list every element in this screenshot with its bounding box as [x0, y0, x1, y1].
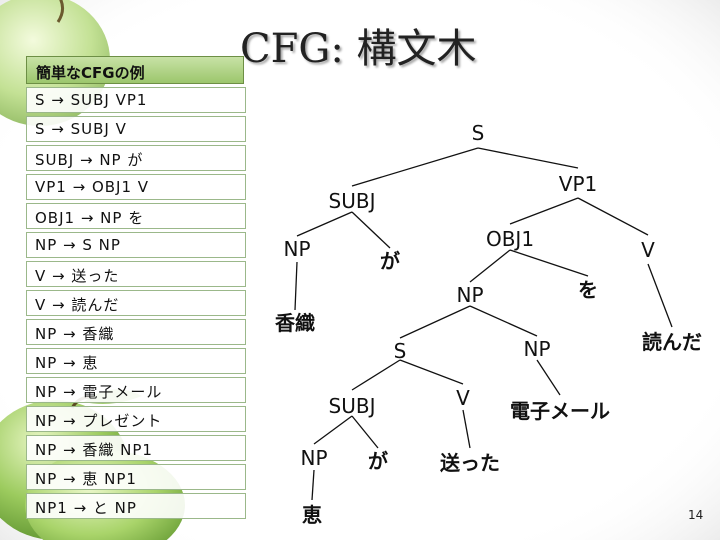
rule-text: NP → 恵 NP1 — [35, 470, 137, 488]
tree-edge — [647, 263, 673, 328]
grammar-rule: NP → 香織 NP1 — [26, 435, 246, 461]
tree-edge — [351, 359, 401, 391]
tree-edge — [536, 359, 561, 396]
tree-node-v-rel: V — [456, 386, 470, 410]
tree-edge — [477, 147, 579, 169]
grammar-rule: NP → 電子メール — [26, 377, 246, 403]
slide-title: CFG: 構文木 — [240, 26, 477, 72]
grammar-rule: S → SUBJ VP1 — [26, 87, 246, 113]
rule-text: NP → 電子メール — [35, 383, 163, 401]
tree-node-ga2: が — [368, 449, 388, 473]
rule-text: NP → プレゼント — [35, 412, 163, 430]
tree-node-vp1: VP1 — [559, 172, 597, 196]
tree-edge — [311, 469, 315, 501]
tree-edge — [577, 197, 649, 236]
tree-edge — [351, 147, 479, 187]
tree-edge — [509, 197, 579, 225]
rule-text: OBJ1 → NP を — [35, 209, 145, 227]
rule-text: SUBJ → NP が — [35, 151, 144, 169]
grammar-rule: VP1 → OBJ1 V — [26, 174, 246, 200]
tree-node-obj1: OBJ1 — [486, 227, 534, 251]
tree-node-subj2: SUBJ — [329, 394, 376, 418]
tree-edge — [469, 249, 511, 283]
rule-text: V → 送った — [35, 267, 120, 285]
rules-header: 簡単なCFGの例 — [26, 56, 244, 84]
grammar-rule: NP → 香織 — [26, 319, 246, 345]
tree-node-np-megumi: NP — [300, 446, 327, 470]
rule-text: NP → 恵 — [35, 354, 99, 372]
tree-edge — [313, 415, 353, 445]
rules-header-label: 簡単なCFGの例 — [36, 64, 145, 82]
tree-node-s-root: S — [472, 121, 485, 145]
rule-text: V → 読んだ — [35, 296, 120, 314]
grammar-rule: NP → 恵 — [26, 348, 246, 374]
grammar-rule: S → SUBJ V — [26, 116, 246, 142]
tree-node-np-obj: NP — [456, 283, 483, 307]
grammar-rule: OBJ1 → NP を — [26, 203, 246, 229]
rule-text: NP1 → と NP — [35, 499, 137, 517]
tree-edge — [296, 211, 353, 237]
tree-edge — [351, 415, 379, 449]
grammar-rule: SUBJ → NP が — [26, 145, 246, 171]
tree-edge — [351, 211, 391, 249]
grammar-rule: NP1 → と NP — [26, 493, 246, 519]
tree-node-okutta: 送った — [440, 451, 500, 475]
grammar-rule: V → 読んだ — [26, 290, 246, 316]
tree-edge — [469, 305, 538, 337]
tree-node-kaori: 香織 — [275, 311, 315, 335]
rule-text: S → SUBJ V — [35, 120, 127, 138]
tree-node-yonda: 読んだ — [642, 330, 702, 354]
grammar-rule: V → 送った — [26, 261, 246, 287]
grammar-rule: NP → プレゼント — [26, 406, 246, 432]
grammar-rule: NP → S NP — [26, 232, 246, 258]
page-number: 14 — [688, 508, 704, 522]
tree-node-v-root: V — [641, 238, 655, 262]
tree-node-wo: を — [578, 278, 598, 302]
tree-edge — [462, 409, 471, 449]
rule-text: S → SUBJ VP1 — [35, 91, 148, 109]
tree-node-email: 電子メール — [510, 399, 610, 423]
rule-text: NP → S NP — [35, 236, 121, 254]
tree-node-subj1: SUBJ — [329, 189, 376, 213]
tree-edge — [399, 305, 471, 339]
tree-edge — [294, 261, 298, 311]
tree-node-np-kaori: NP — [283, 237, 310, 261]
rule-text: NP → 香織 NP1 — [35, 441, 153, 459]
tree-edge — [509, 249, 589, 277]
tree-node-megumi: 恵 — [302, 503, 322, 527]
tree-node-ga1: が — [380, 249, 400, 273]
grammar-rules-list: S → SUBJ VP1 S → SUBJ V SUBJ → NP が VP1 … — [26, 87, 246, 522]
rule-text: NP → 香織 — [35, 325, 115, 343]
tree-node-np-mail: NP — [523, 337, 550, 361]
tree-edge — [399, 359, 464, 385]
grammar-rule: NP → 恵 NP1 — [26, 464, 246, 490]
rule-text: VP1 → OBJ1 V — [35, 178, 150, 196]
tree-node-s-rel: S — [394, 339, 407, 363]
